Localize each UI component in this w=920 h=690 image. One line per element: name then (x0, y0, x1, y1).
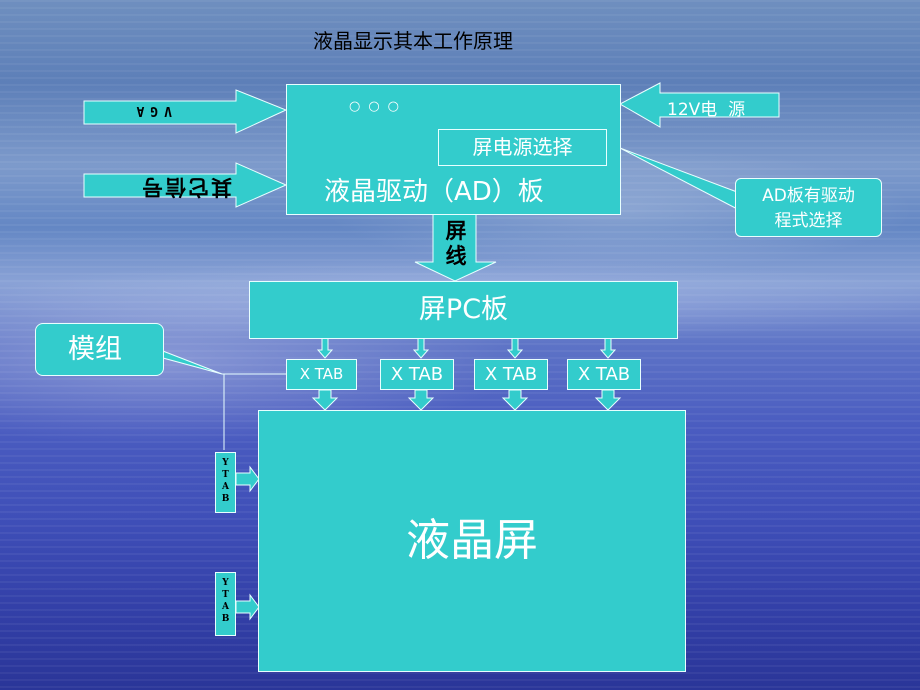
xtab-1: X TAB (286, 359, 357, 390)
screen-cable-label: 屏 线 (445, 219, 467, 268)
ytab-2: YTAB (215, 572, 236, 636)
vga-arrow (83, 89, 288, 134)
indicator-dots: ○○○ (349, 99, 408, 114)
ad-board: ○○○ 屏电源选择 液晶驱动（AD）板 (286, 84, 621, 215)
ytab-2-label: YTAB (221, 578, 230, 624)
lcd-panel-label: 液晶屏 (406, 515, 538, 566)
screen-cable-arrow (414, 213, 497, 282)
program-callout-pointer (619, 147, 746, 214)
other-signal-label: 其它信号 (140, 175, 232, 199)
xtab-to-panel-arrows (311, 389, 622, 411)
xtab-2: X TAB (380, 359, 454, 390)
ad-board-label: 液晶驱动（AD）板 (324, 177, 544, 207)
pc-board-label: 屏PC板 (418, 294, 509, 325)
module-callout: 模组 (35, 323, 164, 376)
other-signal-arrow (83, 162, 288, 208)
vga-label: VGA (130, 103, 172, 118)
module-callout-label: 模组 (68, 334, 122, 365)
power-select-box: 屏电源选择 (438, 129, 607, 166)
power-arrow (618, 82, 780, 128)
xtab-4: X TAB (567, 359, 641, 390)
ytab-1-label: YTAB (221, 458, 230, 504)
slide-title: 液晶显示其本工作原理 (313, 29, 513, 53)
xtab-3: X TAB (474, 359, 548, 390)
program-callout-text: AD板有驱动 程式选择 (762, 186, 855, 231)
power-select-label: 屏电源选择 (472, 135, 573, 159)
pc-board: 屏PC板 (249, 281, 678, 339)
ytab-1: YTAB (215, 452, 236, 513)
ytab-to-panel-arrows (235, 465, 260, 621)
power-label: 12V电 源 (667, 100, 746, 120)
pc-to-xtab-arrows (316, 337, 617, 359)
program-callout: AD板有驱动 程式选择 (735, 178, 882, 237)
lcd-panel: 液晶屏 (258, 410, 686, 672)
